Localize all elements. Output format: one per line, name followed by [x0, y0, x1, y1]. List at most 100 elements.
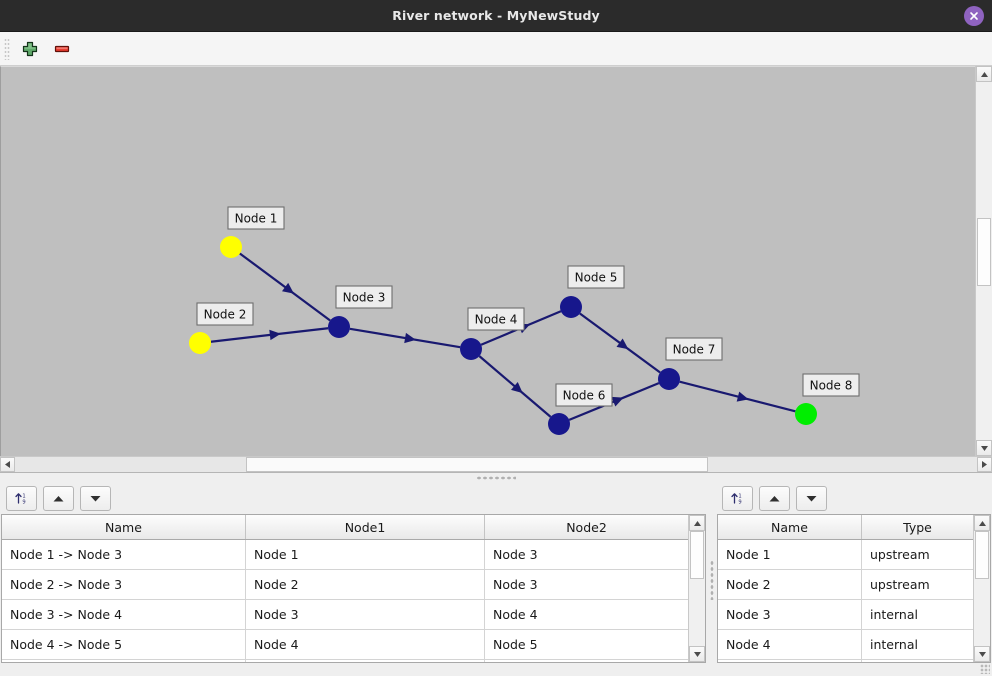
scroll-down-button[interactable] — [976, 440, 992, 456]
scroll-left-button[interactable] — [0, 457, 15, 472]
node-label-box[interactable] — [467, 307, 525, 331]
graph-edge[interactable] — [349, 327, 461, 349]
graph-node[interactable] — [220, 236, 242, 258]
arrow-up-icon — [769, 496, 780, 502]
branch-column-header[interactable]: Name — [2, 515, 246, 540]
graph-edge[interactable] — [679, 380, 796, 413]
table-cell[interactable]: Node 3 — [245, 599, 485, 630]
node-column-header[interactable]: Name — [718, 515, 862, 540]
graph-node[interactable] — [795, 403, 817, 425]
add-node-button[interactable] — [14, 34, 46, 64]
node-scroll-thumb[interactable] — [975, 531, 989, 580]
table-cell[interactable]: Node 1 — [245, 539, 485, 570]
node-label-box[interactable] — [802, 373, 860, 397]
table-cell[interactable]: Node 2 — [718, 569, 862, 600]
table-cell[interactable]: upstream — [861, 539, 973, 570]
node-label-box[interactable] — [227, 206, 285, 230]
branch-column-header[interactable]: Node2 — [484, 515, 688, 540]
scroll-up-button[interactable] — [976, 66, 992, 82]
graph-edge-arrow — [282, 282, 294, 294]
table-cell[interactable] — [484, 659, 688, 662]
table-cell[interactable]: Node 3 — [484, 539, 688, 570]
node-label-box[interactable] — [555, 383, 613, 407]
vertical-splitter[interactable] — [707, 483, 716, 676]
table-cell[interactable]: Node 3 — [484, 569, 688, 600]
branch-move-down-button[interactable] — [80, 486, 111, 511]
table-cell[interactable]: Node 2 -> Node 3 — [2, 569, 246, 600]
graph-node[interactable] — [328, 316, 350, 338]
branch-scroll-up-button[interactable] — [689, 515, 705, 531]
table-cell[interactable]: Node 4 — [245, 629, 485, 660]
graph-node[interactable] — [189, 332, 211, 354]
branch-sort-button[interactable]: 1 9 — [6, 486, 37, 511]
table-cell[interactable] — [861, 659, 973, 662]
branch-move-up-button[interactable] — [43, 486, 74, 511]
horizontal-splitter[interactable] — [0, 472, 992, 483]
graph-node[interactable] — [460, 338, 482, 360]
table-cell[interactable]: Node 4 — [718, 629, 862, 660]
table-cell[interactable]: Node 2 — [245, 569, 485, 600]
graph-node[interactable] — [658, 368, 680, 390]
branch-scroll-track[interactable] — [689, 531, 705, 646]
remove-node-button[interactable] — [46, 34, 78, 64]
graph-edge[interactable] — [239, 252, 331, 322]
table-row-empty[interactable] — [2, 659, 688, 662]
canvas-horizontal-scrollbar[interactable] — [0, 456, 992, 472]
table-cell[interactable]: Node 4 -> Node 5 — [2, 629, 246, 660]
node-scroll-down-button[interactable] — [974, 646, 990, 662]
table-cell[interactable]: Node 3 -> Node 4 — [2, 599, 246, 630]
table-cell[interactable]: internal — [861, 599, 973, 630]
node-label-box[interactable] — [567, 265, 625, 289]
scroll-right-button[interactable] — [977, 457, 992, 472]
table-cell[interactable]: upstream — [861, 569, 973, 600]
node-scroll-track[interactable] — [974, 531, 990, 646]
horizontal-scroll-thumb[interactable] — [245, 457, 708, 472]
node-sort-button[interactable]: 1 9 — [722, 486, 753, 511]
window-resize-grip[interactable] — [980, 664, 990, 674]
canvas-vertical-scrollbar[interactable] — [975, 66, 992, 456]
node-label-box[interactable] — [196, 302, 254, 326]
table-cell[interactable] — [2, 659, 246, 662]
branch-scroll-thumb[interactable] — [690, 531, 704, 580]
table-cell[interactable] — [245, 659, 485, 662]
graph-node[interactable] — [548, 413, 570, 435]
table-cell[interactable]: internal — [861, 629, 973, 660]
vertical-scroll-thumb[interactable] — [977, 218, 991, 287]
node-move-up-button[interactable] — [759, 486, 790, 511]
node-column-header[interactable]: Type — [861, 515, 973, 540]
table-cell[interactable] — [718, 659, 862, 662]
vertical-scroll-track[interactable] — [976, 82, 992, 440]
table-cell[interactable]: Node 1 -> Node 3 — [2, 539, 246, 570]
node-label-box[interactable] — [335, 285, 393, 309]
branch-table-scrollbar[interactable] — [688, 515, 705, 662]
branch-column-header[interactable]: Node1 — [245, 515, 485, 540]
branch-scroll-down-button[interactable] — [689, 646, 705, 662]
node-scroll-up-button[interactable] — [974, 515, 990, 531]
table-cell[interactable]: Node 1 — [718, 539, 862, 570]
node-move-down-button[interactable] — [796, 486, 827, 511]
node-label-box[interactable] — [665, 337, 723, 361]
node-table-scrollbar[interactable] — [973, 515, 990, 662]
toolbar-grip[interactable] — [4, 37, 10, 60]
close-icon[interactable] — [964, 5, 984, 26]
horizontal-scroll-track[interactable] — [15, 457, 977, 472]
table-cell[interactable]: Node 5 — [484, 629, 688, 660]
table-row-empty[interactable] — [718, 659, 973, 662]
table-cell[interactable]: Node 4 — [484, 599, 688, 630]
graph-node[interactable] — [560, 296, 582, 318]
graph-edge[interactable] — [210, 327, 329, 343]
table-cell[interactable]: Node 3 — [718, 599, 862, 630]
